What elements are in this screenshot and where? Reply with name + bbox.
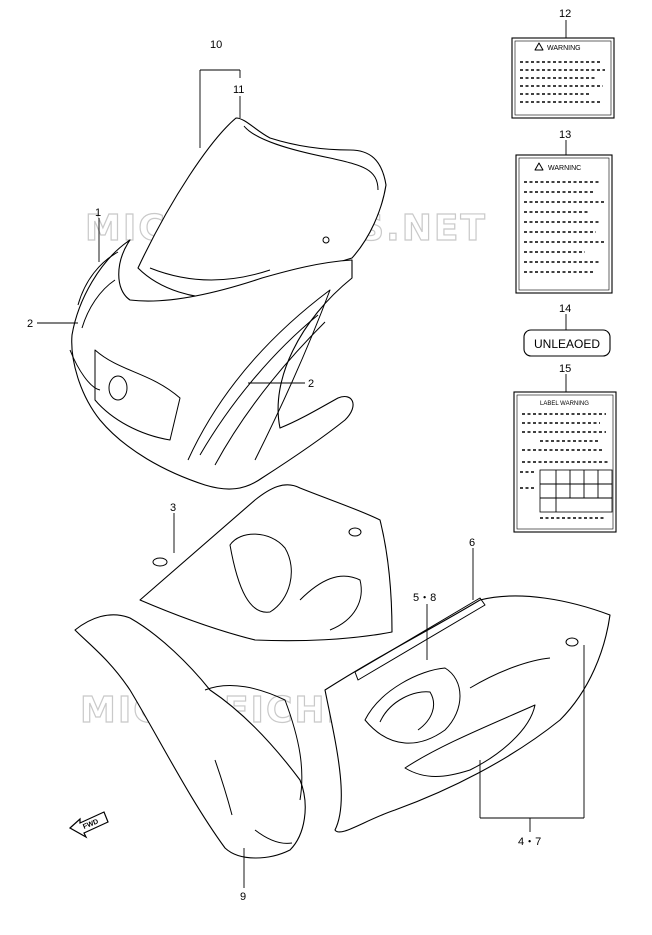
- label-15: LABEL WARNING: [513, 391, 617, 533]
- unleaded-label-14: UNLEAOED: [523, 329, 611, 357]
- callout-2-left: 2: [27, 318, 33, 330]
- callout-13: 13: [559, 129, 571, 141]
- callout-4-7: 4・7: [518, 836, 541, 848]
- callout-5-8: 5・8: [413, 592, 436, 604]
- callout-12: 12: [559, 8, 571, 20]
- label-15-text: LABEL WARNING: [540, 401, 589, 407]
- callout-11: 11: [233, 84, 244, 96]
- forward-arrow-icon: FWD: [68, 811, 109, 839]
- callout-15: 15: [559, 363, 571, 375]
- unleaded-label-text: UNLEAOED: [534, 337, 600, 351]
- warning-label-13-text: WARNINC: [548, 165, 581, 172]
- callout-10: 10: [210, 39, 222, 51]
- callout-14: 14: [559, 303, 571, 315]
- warning-label-13: WARNINC: [515, 154, 613, 294]
- leader-lines: [37, 20, 585, 888]
- callout-1: 1: [95, 207, 101, 219]
- warning-label-12-text: WARNING: [547, 45, 581, 52]
- side-cowling-part: [324, 595, 611, 833]
- callout-6: 6: [469, 537, 475, 549]
- upper-cowling-part: [69, 239, 354, 490]
- callout-3: 3: [170, 502, 176, 514]
- under-cowling-part: [74, 614, 306, 859]
- callout-labels: 10 11 1 2 2 3 5・8 6 4・7 9 12 13 14 15: [27, 8, 571, 903]
- callout-9: 9: [240, 891, 246, 903]
- warning-label-12: WARNING: [511, 37, 615, 119]
- callout-2-right: 2: [308, 378, 314, 390]
- center-cowling-part: [139, 484, 393, 642]
